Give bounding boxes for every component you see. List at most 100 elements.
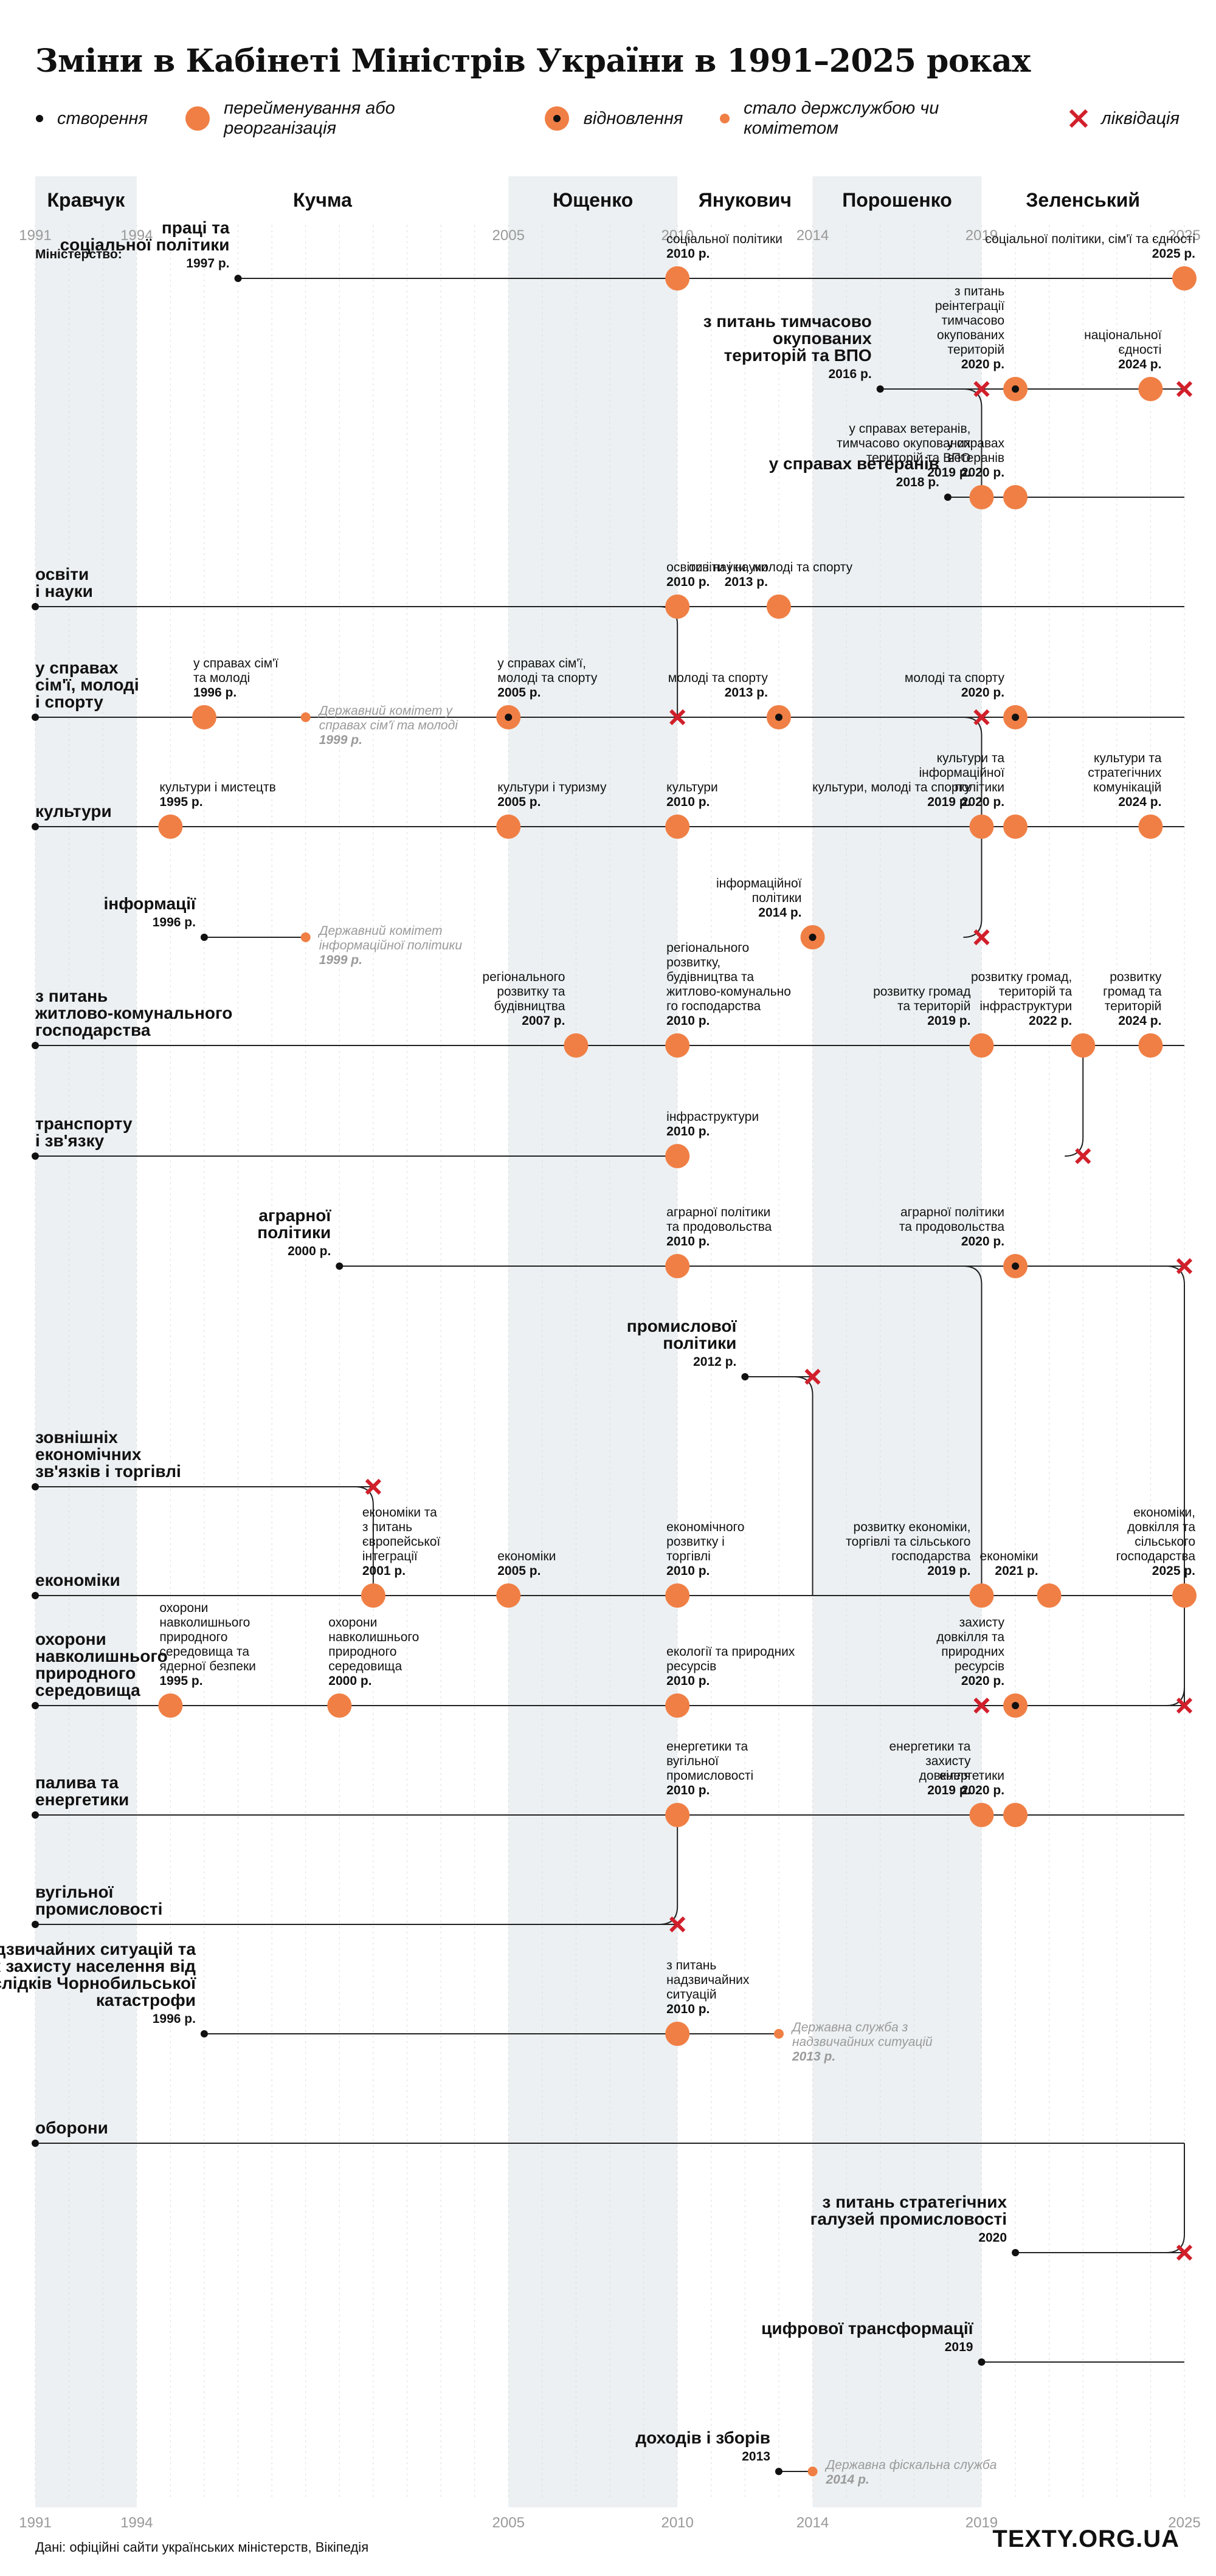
legend-restore-label: відновлення (583, 108, 683, 128)
president-band-1 (35, 176, 137, 2507)
event-r14-2010-circle (665, 1693, 690, 1718)
event-r8-2019-year: 2019 р. (927, 1014, 970, 1028)
event-r12-2001-cross (365, 1478, 382, 1495)
event-r13-2025-circle (1172, 1583, 1197, 1608)
event-r17-2010-year: 2010 р. (666, 2002, 710, 2016)
event-r7-2019-cross (973, 929, 990, 946)
axis-tick-bottom-4: 2010 (661, 2515, 693, 2531)
event-r15-2020-circle (1003, 1803, 1028, 1827)
ministry-header: Міністерство: (35, 247, 122, 261)
event-r7-1999-year: 1999 р. (319, 953, 362, 967)
event-r4-2013-label: освіти і науки (689, 560, 768, 574)
axis-tick-bottom-3: 2005 (492, 2515, 525, 2531)
axis-tick-bottom-1: 1991 (19, 2515, 51, 2531)
event-r13-2001-year: 2001 р. (362, 1564, 406, 1578)
axis-tick-top-3: 2005 (492, 227, 525, 244)
event-r7-2014-restore-dot (809, 934, 817, 941)
event-r5-2005-label: у справах сім'ї,молоді та спорту (497, 656, 598, 685)
event-r6-2010-label: культури (666, 780, 718, 794)
event-r5-2020-restore-dot (1012, 714, 1020, 721)
event-r2-2019-cross (973, 381, 990, 398)
event-r21-2014-service-dot (807, 2467, 818, 2476)
creation-dot-r6 (32, 823, 39, 830)
event-r6-2024-year: 2024 р. (1118, 795, 1161, 809)
legend-creation-label: створення (57, 108, 148, 128)
event-r9-2022-cross (1075, 1148, 1091, 1165)
event-r13-2010-year: 2010 р. (666, 1564, 710, 1578)
ministry-since-r3: 2018 р. (896, 475, 939, 489)
legend-liquidation: ліквідація (1069, 109, 1180, 129)
event-r8-2010-year: 2010 р. (666, 1014, 710, 1028)
connector-line-10 (1166, 1595, 1186, 1706)
event-r13-2010-circle (665, 1583, 690, 1608)
event-r7-1999-service-dot (300, 932, 311, 942)
event-r10-2025-cross (1176, 1258, 1193, 1275)
event-r8-2024-year: 2024 р. (1118, 1014, 1161, 1028)
event-r14-2020-restore-dot (1012, 1702, 1020, 1709)
event-r5-1996-year: 1996 р. (193, 686, 237, 700)
creation-dot-r18 (32, 2140, 39, 2147)
event-r5-2005-year: 2005 р. (497, 686, 541, 700)
event-r15-2019-circle (969, 1803, 994, 1827)
event-r6-2005-circle (496, 814, 521, 839)
event-r5-1996-circle (192, 705, 216, 729)
ministry-since-r2: 2016 р. (828, 367, 871, 381)
event-r13-2005-circle (496, 1583, 521, 1608)
restore-circle-icon (544, 106, 569, 131)
event-r14-2019-cross (973, 1697, 990, 1714)
brand-logo: TEXTY.ORG.UA (992, 2526, 1180, 2552)
creation-dot-r4 (32, 603, 39, 610)
president-band-5 (812, 176, 982, 2507)
event-r6-1995-year: 1995 р. (159, 795, 202, 809)
event-r14-1995-year: 1995 р. (159, 1674, 202, 1688)
event-r5-2020-year: 2020 р. (961, 686, 1004, 700)
event-r5-2020-label: молоді та спорту (905, 671, 1005, 685)
axis-tick-top-1: 1991 (19, 227, 51, 244)
event-r13-2005-label: економіки (497, 1549, 556, 1563)
event-r2-2020-restore-dot (1012, 385, 1020, 393)
event-r5-2010-cross (669, 709, 686, 726)
axis-tick-bottom-6: 2019 (966, 2515, 998, 2531)
event-r9-2010-label: інфраструктури (666, 1110, 759, 1124)
creation-dot-r19 (1012, 2249, 1020, 2256)
ministry-title-r6: культури (35, 802, 112, 821)
ministry-since-r20: 2019 (945, 2340, 973, 2354)
ministry-title-r3: у справах ветеранів (769, 454, 939, 473)
event-r3-2019-label: у справах ветеранів,тимчасово окупованих… (837, 422, 971, 465)
event-r13-2025-year: 2025 р. (1152, 1564, 1195, 1578)
event-r8-2010-circle (665, 1033, 690, 1058)
event-r8-2019-circle (969, 1033, 994, 1058)
event-r5-1999-year: 1999 р. (319, 733, 362, 747)
event-r8-2022-year: 2022 р. (1029, 1014, 1072, 1028)
event-r6-2010-year: 2010 р. (666, 795, 710, 809)
president-label-6: Зеленський (1026, 189, 1140, 211)
event-r1-2010-year: 2010 р. (666, 247, 710, 261)
ministry-title-r21: доходів і зборів (635, 2428, 770, 2447)
axis-tick-top-4: 2010 (661, 227, 693, 244)
event-r15-2010-year: 2010 р. (666, 1783, 710, 1797)
legend-service-label: стало держслужбою чи комітетом (744, 98, 939, 138)
legend-liquidation-label: ліквідація (1101, 108, 1180, 128)
creation-dot-r1 (234, 275, 242, 282)
event-r13-2021-circle (1037, 1583, 1062, 1608)
